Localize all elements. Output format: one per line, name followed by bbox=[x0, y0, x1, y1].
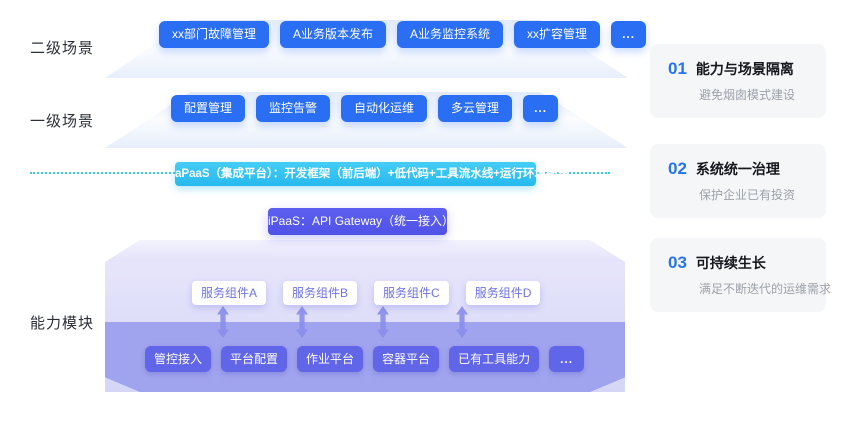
service-components-row: 服务组件A 服务组件B 服务组件C 服务组件D bbox=[192, 281, 541, 305]
scenario-chip-scaling: xx扩容管理 bbox=[514, 21, 601, 48]
box-top-face bbox=[105, 240, 625, 262]
updown-arrow-icon bbox=[377, 306, 389, 338]
tool-chip-existing-tools: 已有工具能力 bbox=[449, 346, 540, 372]
service-component-c: 服务组件C bbox=[374, 281, 449, 305]
scenario-chip-config-mgmt: 配置管理 bbox=[171, 95, 246, 122]
benefit-card-growth: 03 可持续生长 满足不断迭代的运维需求 bbox=[650, 238, 832, 312]
scenario-chip-automation-ops: 自动化运维 bbox=[341, 95, 428, 122]
scenario-chip-version-release: A业务版本发布 bbox=[280, 21, 387, 48]
scenario-chip-fault-management: xx部门故障管理 bbox=[159, 21, 270, 48]
service-component-d: 服务组件D bbox=[465, 281, 541, 305]
ipaas-gateway-chip: iPaaS：API Gateway（统一接入） bbox=[268, 208, 454, 235]
card-title: 能力与场景隔离 bbox=[695, 61, 794, 77]
benefit-card-governance: 02 系统统一治理 保护企业已有投资 bbox=[650, 144, 826, 218]
tool-chip-control-access: 管控接入 bbox=[145, 346, 212, 372]
tool-chip-container-platform: 容器平台 bbox=[373, 346, 440, 372]
tool-chip-more: ... bbox=[549, 346, 585, 372]
scenario-chip-multicloud: 多云管理 bbox=[438, 95, 513, 122]
card-number: 01 bbox=[668, 59, 687, 78]
updown-arrow-icon bbox=[217, 306, 229, 338]
scenario-chip-monitor-alert: 监控告警 bbox=[256, 95, 331, 122]
card-subtitle: 保护企业已有投资 bbox=[699, 188, 796, 202]
capability-module-box: 服务组件A 服务组件B 服务组件C 服务组件D 管控接入 平台配置 作业平台 容… bbox=[105, 240, 625, 392]
card-number: 03 bbox=[668, 253, 687, 272]
card-subtitle: 避免烟囱模式建设 bbox=[699, 88, 796, 102]
level1-scenario-row: 配置管理 监控告警 自动化运维 多云管理 ... bbox=[171, 95, 559, 122]
updown-arrow-icon bbox=[296, 306, 308, 338]
level2-scenario-label: 二级场景 bbox=[30, 40, 95, 57]
level2-scenario-row: xx部门故障管理 A业务版本发布 A业务监控系统 xx扩容管理 ... bbox=[159, 21, 647, 48]
card-title: 系统统一治理 bbox=[695, 161, 780, 177]
level1-scenario-label: 一级场景 bbox=[30, 113, 95, 130]
tool-chip-platform-config: 平台配置 bbox=[221, 346, 288, 372]
service-component-a: 服务组件A bbox=[192, 281, 267, 305]
benefit-card-isolation: 01 能力与场景隔离 避免烟囱模式建设 bbox=[650, 44, 826, 118]
tool-chip-job-platform: 作业平台 bbox=[297, 346, 364, 372]
card-title: 可持续生长 bbox=[695, 255, 766, 271]
platform-tools-row: 管控接入 平台配置 作业平台 容器平台 已有工具能力 ... bbox=[145, 346, 585, 372]
service-component-b: 服务组件B bbox=[283, 281, 358, 305]
capability-module-label: 能力模块 bbox=[30, 315, 95, 332]
scenario-chip-more: ... bbox=[611, 21, 647, 48]
apaas-banner: aPaaS（集成平台）：开发框架（前后端）+低代码+工具流水线+运行环境托管 bbox=[175, 162, 569, 186]
card-number: 02 bbox=[668, 159, 687, 178]
scenario-chip-monitor-system: A业务监控系统 bbox=[397, 21, 504, 48]
updown-arrow-icon bbox=[456, 306, 468, 338]
card-subtitle: 满足不断迭代的运维需求 bbox=[699, 282, 832, 296]
scenario-chip-more: ... bbox=[523, 95, 559, 122]
